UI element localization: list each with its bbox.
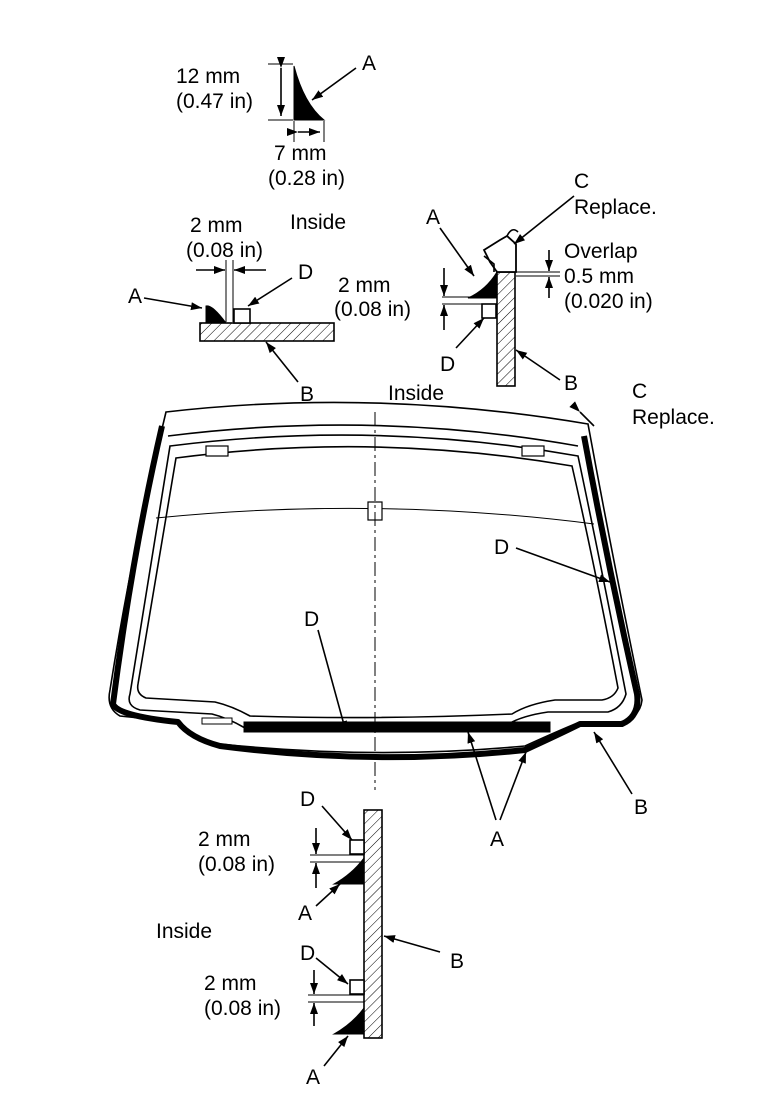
gap-mm-label: 2 mm — [190, 214, 243, 237]
replace-note: Replace. — [574, 196, 657, 219]
dam-d-lower — [349, 979, 365, 995]
callout-d: D — [300, 942, 315, 965]
body-panel-b — [496, 271, 516, 387]
top-clip-left — [205, 445, 229, 457]
dimension-height-in: (0.47 in) — [176, 90, 253, 113]
dam-d — [481, 303, 497, 319]
inside-label: Inside — [388, 382, 444, 405]
dimension-width-in: (0.28 in) — [268, 167, 345, 190]
glass-panel-b — [363, 809, 383, 1039]
cowl-slot — [201, 717, 233, 725]
dam-d-upper — [349, 839, 365, 855]
gap-mm-label: 2 mm — [338, 274, 391, 297]
callout-b: B — [634, 796, 648, 819]
dimension-width-mm: 7 mm — [274, 142, 327, 165]
callout-d: D — [300, 788, 315, 811]
top-clip-right — [521, 445, 545, 457]
overlap-label: Overlap — [564, 240, 638, 263]
callout-a: A — [490, 828, 504, 851]
bead-profile-detail: A 12 mm (0.47 in) 7 mm (0.28 in) — [176, 52, 376, 190]
callout-b: B — [300, 383, 314, 406]
dimension-height-mm: 12 mm — [176, 65, 240, 88]
windshield-outer-edge — [108, 401, 643, 754]
callout-b: B — [450, 950, 464, 973]
top-molding-section-detail: A C Replace. Overlap 0.5 mm (0.020 in) 2… — [334, 170, 657, 405]
replace-note: Replace. — [632, 406, 715, 429]
callout-d: D — [494, 536, 509, 559]
adhesive-bead-a-lower — [332, 1006, 365, 1035]
upper-trim-line — [167, 424, 579, 447]
callout-a: A — [362, 52, 376, 75]
gap-in-label: (0.08 in) — [198, 853, 275, 876]
molding-c — [482, 234, 517, 273]
windshield-assembly: C Replace. D D A B — [108, 380, 715, 851]
adhesive-bead-a — [205, 305, 227, 324]
cowl-trim-strip — [243, 721, 551, 733]
callout-a: A — [306, 1066, 320, 1089]
overlap-in-label: (0.020 in) — [564, 290, 653, 313]
callout-a: A — [298, 902, 312, 925]
gap-in-label: (0.08 in) — [186, 239, 263, 262]
callout-a: A — [128, 285, 142, 308]
inside-label: Inside — [156, 920, 212, 943]
callout-d: D — [304, 608, 319, 631]
gap-mm-label: 2 mm — [198, 828, 251, 851]
leader-a — [311, 67, 357, 101]
callout-d: D — [298, 261, 313, 284]
dam-d — [136, 445, 619, 719]
gap-in-label: (0.08 in) — [334, 298, 411, 321]
callout-b: B — [564, 372, 578, 395]
callout-c: C — [632, 380, 647, 403]
lower-section-detail: D 2 mm (0.08 in) A Inside B D 2 mm (0.08… — [156, 788, 464, 1089]
adhesive-bead-a — [467, 270, 498, 299]
overlap-mm-label: 0.5 mm — [564, 265, 634, 288]
gap-in-label: (0.08 in) — [204, 997, 281, 1020]
callout-d: D — [440, 353, 455, 376]
dam-d — [233, 308, 251, 324]
body-panel-b — [199, 322, 335, 342]
inside-label: Inside — [290, 211, 346, 234]
callout-c: C — [574, 170, 589, 193]
callout-a: A — [426, 206, 440, 229]
horizontal-section-detail: 2 mm (0.08 in) Inside A D B — [128, 211, 346, 406]
adhesive-bead-profile — [293, 65, 326, 121]
gap-mm-label: 2 mm — [204, 972, 257, 995]
molding-c — [110, 425, 641, 761]
